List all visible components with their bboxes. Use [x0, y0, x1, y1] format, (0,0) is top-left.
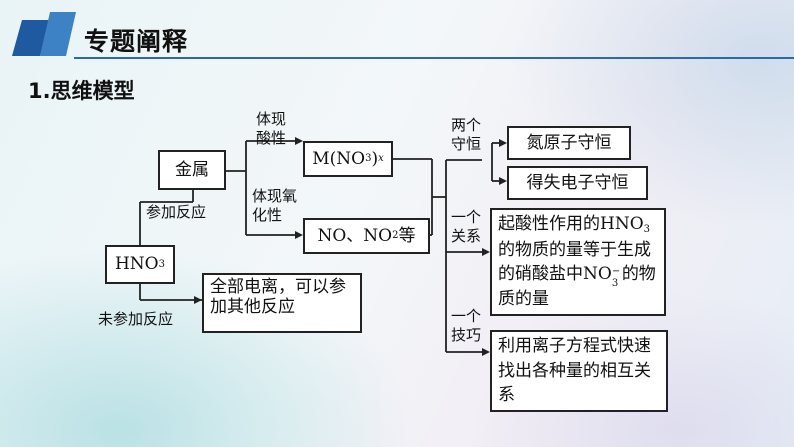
header-decoration [12, 12, 76, 56]
label-oxidizing: 体现氧化性 [252, 187, 298, 224]
label-not-react: 未参加反应 [98, 310, 174, 328]
header-title: 专题阐释 [84, 27, 189, 56]
label-acidic: 体现酸性 [256, 110, 287, 147]
label-one-skill: 一个技巧 [451, 307, 482, 344]
label-two-conserve: 两个守恒 [451, 116, 482, 153]
metal-box: 金属 [158, 150, 226, 190]
ionize-box: 全部电离，可以参加其他反应 [202, 273, 362, 333]
electron-conserve-box: 得失电子守恒 [507, 166, 648, 200]
nitrogen-conserve-box: 氮原子守恒 [507, 126, 631, 160]
skill-box: 利用离子方程式快速找出各种量的相互关系 [490, 330, 668, 412]
section-title: 1.思维模型 [28, 79, 135, 103]
label-react: 参加反应 [146, 203, 207, 221]
label-one-relation: 一个关系 [451, 208, 482, 245]
header-underline [74, 57, 794, 59]
